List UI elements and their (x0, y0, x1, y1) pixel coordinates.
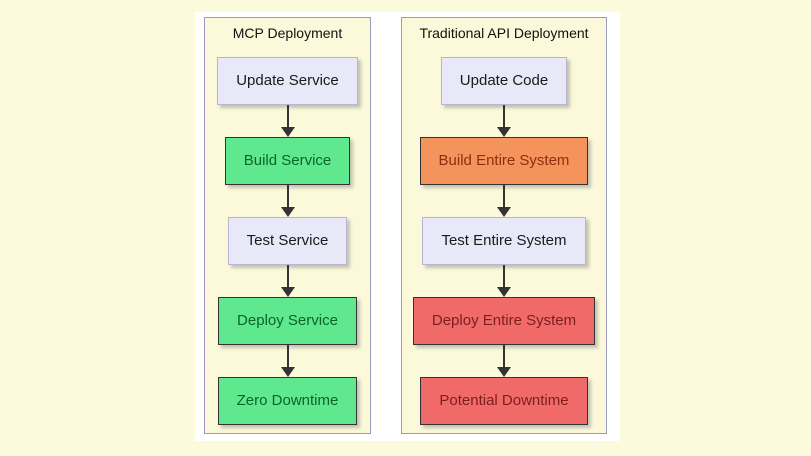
arrow-head (280, 287, 295, 297)
arrow-line (503, 185, 505, 207)
arrow-head (497, 367, 511, 377)
node-build-service: Build Service (224, 137, 351, 185)
arrow-down-icon (280, 105, 296, 137)
arrow-line (286, 185, 289, 207)
arrow-down-icon (496, 185, 512, 217)
arrow-down-icon (496, 265, 512, 297)
panel-title-traditional-api: Traditional API Deployment (419, 25, 589, 41)
arrow-head (497, 207, 511, 217)
arrow-head (280, 367, 295, 377)
panel-traditional-api-deployment: Traditional API Deployment Update Code B… (401, 17, 607, 434)
arrow-down-icon (496, 345, 512, 377)
arrow-line (286, 265, 289, 287)
arrow-down-icon (280, 185, 296, 217)
arrow-head (280, 127, 295, 137)
arrow-down-icon (496, 105, 512, 137)
node-zero-downtime: Zero Downtime (217, 377, 358, 425)
arrow-down-icon (280, 265, 296, 297)
node-deploy-service: Deploy Service (218, 297, 357, 345)
arrow-head (497, 287, 511, 297)
node-build-entire-system: Build Entire System (419, 137, 589, 185)
arrow-head (497, 127, 511, 137)
node-deploy-entire-system: Deploy Entire System (412, 297, 596, 345)
arrow-head (280, 207, 295, 217)
arrow-down-icon (280, 345, 296, 377)
panel-mcp-deployment: MCP Deployment Update Service Build Serv… (204, 17, 371, 434)
node-test-service: Test Service (227, 217, 348, 265)
node-test-entire-system: Test Entire System (422, 217, 586, 265)
diagram-canvas: MCP Deployment Update Service Build Serv… (195, 12, 620, 441)
node-update-service: Update Service (217, 57, 358, 105)
arrow-line (286, 345, 289, 367)
arrow-line (503, 345, 505, 367)
arrow-line (286, 105, 289, 127)
arrow-line (503, 105, 505, 127)
arrow-line (503, 265, 505, 287)
panel-title-mcp: MCP Deployment (232, 25, 343, 41)
node-update-code: Update Code (440, 57, 568, 105)
node-potential-downtime: Potential Downtime (420, 377, 588, 425)
